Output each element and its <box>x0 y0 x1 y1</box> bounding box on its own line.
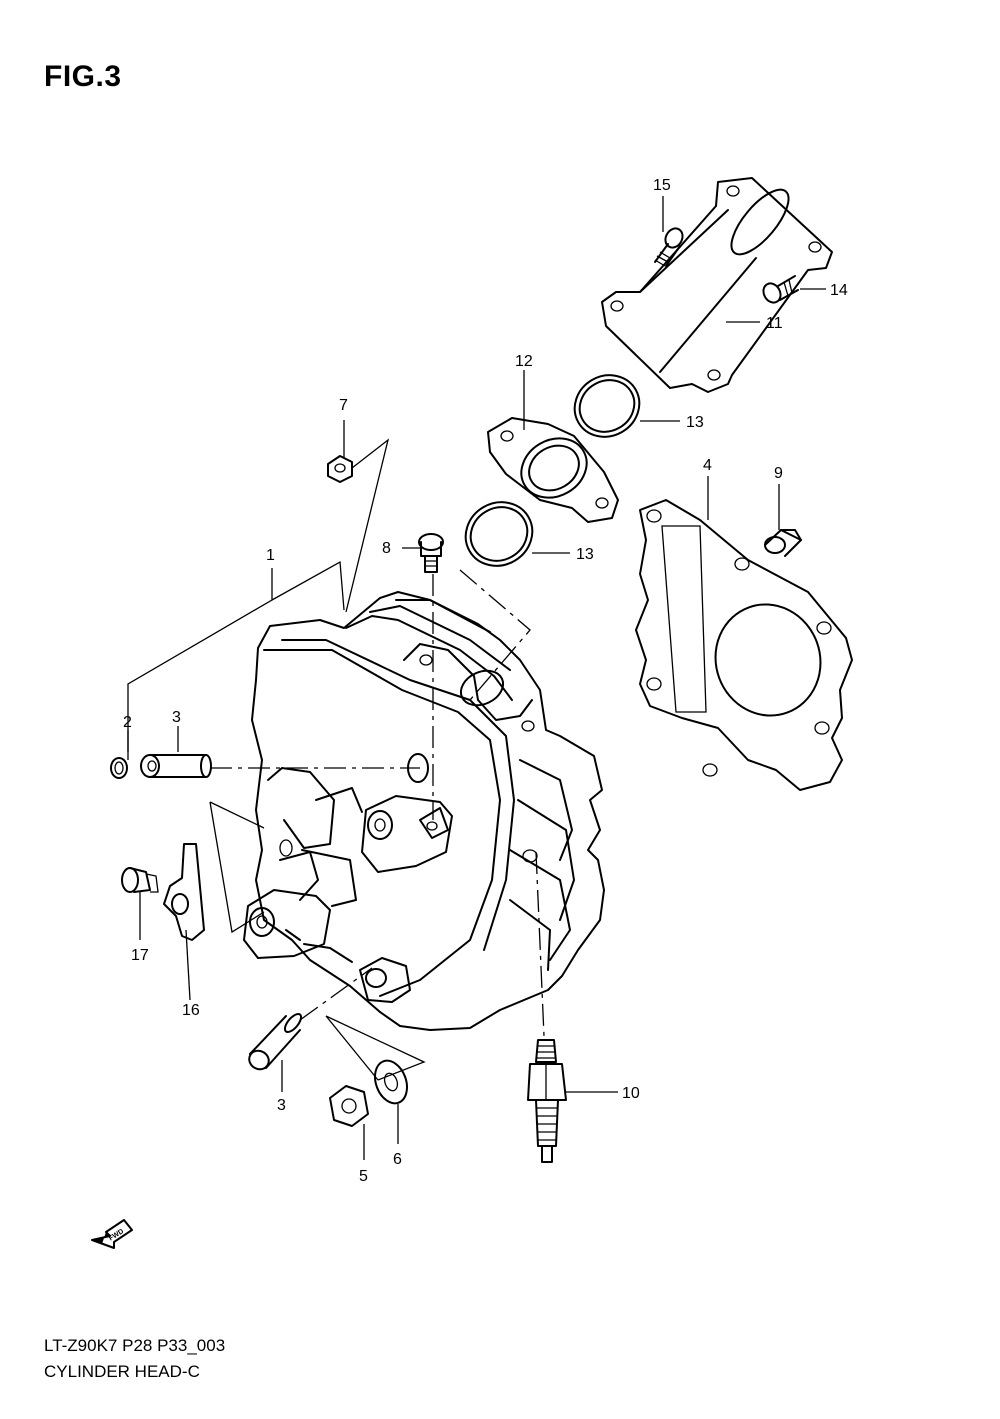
callout-8: 8 <box>382 540 391 557</box>
rocker-shaft-3-upper <box>140 754 212 778</box>
callout-13-lower: 13 <box>576 546 594 563</box>
head-gasket-4 <box>635 499 853 791</box>
callout-2: 2 <box>123 714 132 731</box>
callout-9: 9 <box>774 465 783 482</box>
o-ring-13-upper <box>573 374 641 438</box>
callout-3-upper: 3 <box>172 709 181 726</box>
dowel-pin-9 <box>764 529 802 557</box>
callout-17: 17 <box>131 947 149 964</box>
callout-11: 11 <box>766 315 783 332</box>
callout-10: 10 <box>622 1085 640 1102</box>
nut-5 <box>329 1085 369 1127</box>
washer-6 <box>374 1059 408 1105</box>
callout-5: 5 <box>359 1168 368 1185</box>
fwd-arrow-icon: FWD <box>91 1219 133 1249</box>
insulator-12 <box>487 417 619 523</box>
callout-6: 6 <box>393 1151 402 1168</box>
o-ring-13-lower <box>464 501 534 567</box>
bolt-14 <box>762 275 799 304</box>
clip-2 <box>110 757 128 779</box>
callout-4: 4 <box>703 457 712 474</box>
plate-16 <box>163 843 205 941</box>
spark-plug-10 <box>527 1039 567 1163</box>
screw-17 <box>121 867 159 893</box>
rocker-shaft-3-lower <box>248 1012 303 1071</box>
callout-15: 15 <box>653 177 671 194</box>
callout-13-upper: 13 <box>686 414 704 431</box>
model-code-label: LT-Z90K7 P28 P33_003 <box>44 1336 226 1355</box>
callout-1: 1 <box>266 547 275 564</box>
intake-pipe <box>601 177 833 393</box>
leader-lines <box>127 196 826 1160</box>
section-name-label: CYLINDER HEAD-C <box>44 1362 200 1381</box>
callout-labels: 1 2 3 3 4 5 6 7 8 9 10 11 12 13 13 14 15… <box>123 177 848 1185</box>
callout-14: 14 <box>830 282 848 299</box>
callout-7: 7 <box>339 397 348 414</box>
bolt-8 <box>418 533 444 573</box>
bolt-15 <box>654 227 684 267</box>
alignment-lines <box>209 438 545 1081</box>
callout-3-lower: 3 <box>277 1097 286 1114</box>
callout-12: 12 <box>515 353 533 370</box>
figure-title: FIG.3 <box>44 60 122 93</box>
cylinder-head-1 <box>243 591 605 1031</box>
callout-16: 16 <box>182 1002 200 1019</box>
nut-7 <box>327 455 353 483</box>
